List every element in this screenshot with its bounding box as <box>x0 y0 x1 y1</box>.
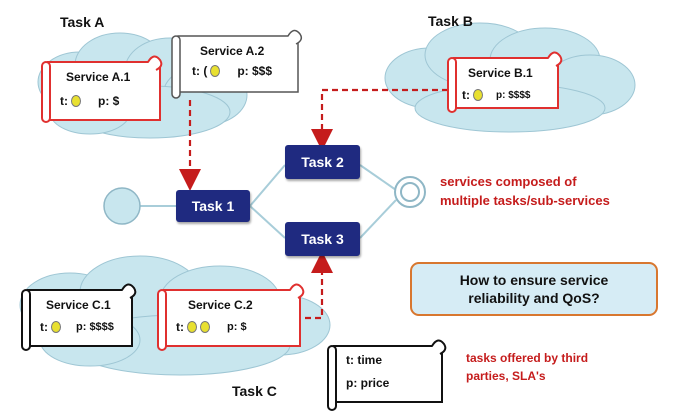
task-3-node: Task 3 <box>285 222 360 256</box>
time-coin-icon <box>473 89 483 101</box>
end-node <box>394 176 426 208</box>
service-name: Service B.1 <box>468 66 533 80</box>
time-label: t: <box>60 94 68 108</box>
time-coin-icon <box>187 321 197 333</box>
time-coin-icon <box>200 321 210 333</box>
task-b-label: Task B <box>428 13 473 29</box>
scroll-service-b1 <box>447 51 563 113</box>
legend-note-line2: parties, SLA's <box>466 369 546 383</box>
composition-note-line2: multiple tasks/sub-services <box>440 193 610 208</box>
start-node <box>103 187 141 225</box>
legend-note: tasks offered by third parties, SLA's <box>466 349 588 385</box>
service-attrs: t: p: $ <box>60 94 119 108</box>
service-mapping-arrows <box>179 88 448 320</box>
time-label: t: <box>40 320 48 334</box>
price-label: p: $$$$ <box>76 321 114 333</box>
composition-note-line1: services composed of <box>440 174 577 189</box>
legend-price: p: price <box>346 376 390 390</box>
service-a1: Service A.1 t: p: $ <box>50 62 160 120</box>
scroll-service-a1 <box>41 55 163 123</box>
time-label: t: ( <box>192 64 208 78</box>
service-attrs: t: p: $$$$ <box>462 88 530 102</box>
scroll-service-c2 <box>157 283 305 351</box>
price-label: p: $ <box>227 321 247 333</box>
question-line1: How to ensure service <box>459 272 609 288</box>
scroll-service-a2 <box>171 29 303 99</box>
legend-note-line1: tasks offered by third <box>466 351 589 365</box>
service-attrs: t: p: $$$$ <box>40 320 114 334</box>
service-c2: Service C.2 t: p: $ <box>166 290 300 346</box>
question-line2: reliability and QoS? <box>468 290 600 306</box>
service-attrs: t: p: $ <box>176 320 247 334</box>
price-label: p: $ <box>98 94 120 108</box>
task-1-node: Task 1 <box>176 190 250 222</box>
service-a2: Service A.2 t: ( p: $$$ <box>180 36 298 92</box>
price-label: p: $$$$ <box>496 89 531 101</box>
task-c-label: Task C <box>232 383 277 399</box>
time-coin-icon <box>210 65 221 77</box>
composition-note: services composed of multiple tasks/sub-… <box>440 172 610 210</box>
service-name: Service A.2 <box>200 44 265 58</box>
service-name: Service C.1 <box>46 298 111 312</box>
service-b1: Service B.1 t: p: $$$$ <box>456 58 558 108</box>
legend-time: t: time <box>346 353 382 367</box>
price-label: p: $$$ <box>237 64 273 78</box>
time-coin-icon <box>51 321 61 333</box>
question-box: How to ensure service reliability and Qo… <box>410 262 658 316</box>
time-label: t: <box>176 320 184 334</box>
scroll-service-c1 <box>21 283 137 351</box>
time-label: t: <box>462 88 470 102</box>
task-2-node: Task 2 <box>285 145 360 179</box>
scroll-legend <box>327 339 447 411</box>
service-c1: Service C.1 t: p: $$$$ <box>30 290 132 346</box>
workflow-edges <box>140 164 397 239</box>
task-a-label: Task A <box>60 14 105 30</box>
service-attrs: t: ( p: $$$ <box>192 64 272 78</box>
time-coin-icon <box>71 95 81 107</box>
service-name: Service C.2 <box>188 298 253 312</box>
service-name: Service A.1 <box>66 70 131 84</box>
